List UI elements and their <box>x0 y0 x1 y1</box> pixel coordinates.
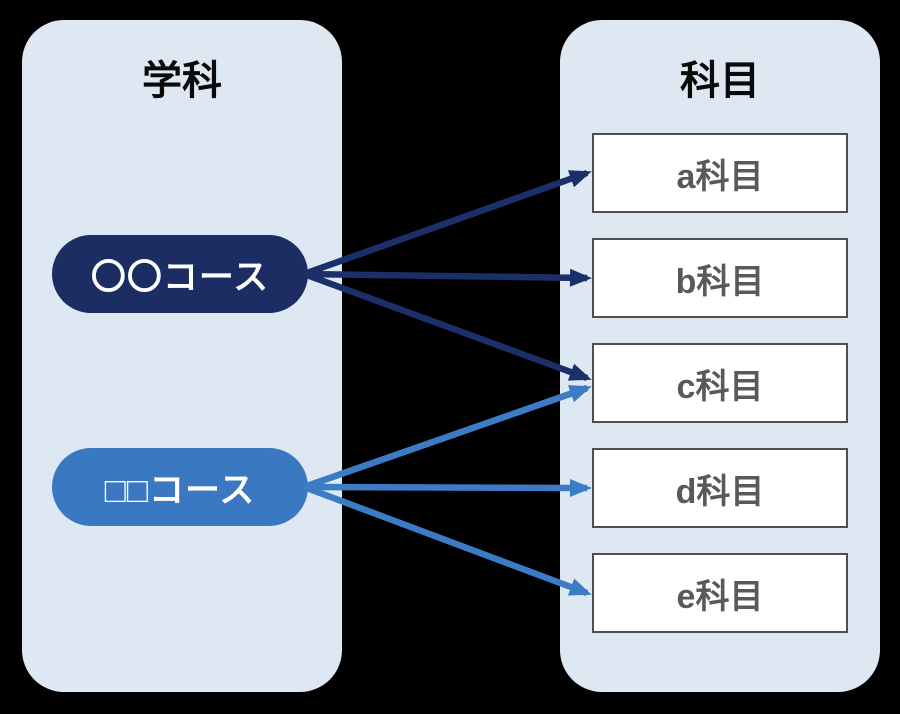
course-pill-1: 〇〇コース <box>52 235 308 313</box>
arrow-course-1-to-subject-c <box>302 270 592 382</box>
subject-box-e-label: e科目 <box>676 577 764 616</box>
subject-box-a-label: a科目 <box>676 157 764 196</box>
subject-box-c-label: c科目 <box>676 367 764 406</box>
arrow-course-1-to-subject-a <box>302 169 592 278</box>
subject-box-d: d科目 <box>592 448 848 528</box>
arrow-course-2-to-subject-c <box>302 384 592 491</box>
subject-box-d-label: d科目 <box>675 472 765 511</box>
arrow-course-1-to-subject-b <box>303 268 592 287</box>
subject-box-a: a科目 <box>592 133 848 213</box>
arrow-course-2-to-subject-d <box>303 478 592 497</box>
arrow-course-2-to-subject-e <box>302 483 592 597</box>
subject-box-e: e科目 <box>592 553 848 633</box>
subjects-panel-title: 科目 <box>680 59 760 103</box>
department-panel-title: 学科 <box>142 59 222 103</box>
course-pill-2: □□コース <box>52 448 308 526</box>
subjects-panel: 科目 a科目 b科目 c科目 d科目 e科目 <box>560 20 880 692</box>
subject-box-b-label: b科目 <box>675 262 765 301</box>
department-panel: 学科 〇〇コース □□コース <box>22 20 342 692</box>
course-pill-1-label: 〇〇コース <box>90 257 270 297</box>
subject-box-c: c科目 <box>592 343 848 423</box>
subject-box-b: b科目 <box>592 238 848 318</box>
course-pill-2-label: □□コース <box>104 470 256 510</box>
